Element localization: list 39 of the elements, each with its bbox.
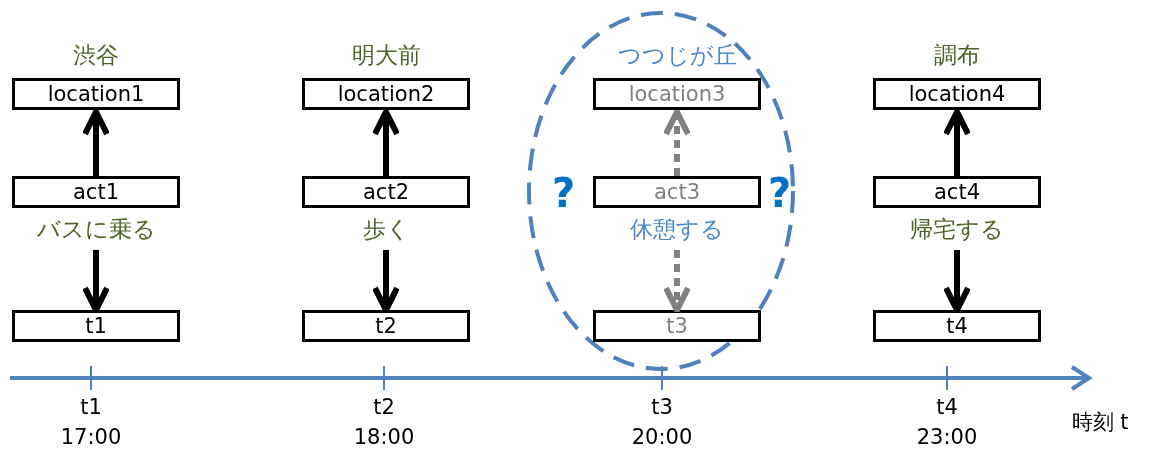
location-box: location2 [302, 78, 470, 110]
arrow [372, 250, 400, 313]
tick-label: t3 [651, 395, 673, 419]
place-name: つつじが丘 [616, 41, 738, 70]
location-box: location3 [593, 78, 761, 110]
activity-name: 帰宅する [909, 215, 1005, 244]
tick-label: t4 [936, 395, 958, 419]
question-mark: ? [552, 170, 576, 216]
place-name: 調布 [933, 41, 981, 70]
tick-label: t2 [373, 395, 395, 419]
arrow [82, 250, 110, 313]
time-label: 17:00 [60, 425, 122, 449]
activity-box: act3 [593, 176, 761, 208]
tick-label: t1 [80, 395, 102, 419]
time-label: 20:00 [631, 425, 693, 449]
location-box: location4 [873, 78, 1041, 110]
arrow [943, 250, 971, 313]
arrow [372, 109, 400, 176]
location-box: location1 [12, 78, 180, 110]
axis-title: 時刻 t [1071, 409, 1129, 436]
time-box: t4 [873, 310, 1041, 342]
place-name: 明大前 [350, 41, 422, 70]
activity-box: act2 [302, 176, 470, 208]
arrow [943, 109, 971, 176]
arrow [82, 109, 110, 176]
arrow [663, 250, 691, 313]
time-label: 18:00 [353, 425, 415, 449]
time-label: 23:00 [916, 425, 978, 449]
time-box: t3 [593, 310, 761, 342]
activity-name: 休憩する [629, 215, 725, 244]
time-box: t1 [12, 310, 180, 342]
activity-box: act1 [12, 176, 180, 208]
arrow [663, 109, 691, 176]
time-box: t2 [302, 310, 470, 342]
question-mark: ? [768, 170, 792, 216]
activity-name: 歩く [361, 215, 411, 244]
place-name: 渋谷 [72, 41, 120, 70]
activity-name: バスに乗る [35, 215, 157, 244]
activity-box: act4 [873, 176, 1041, 208]
